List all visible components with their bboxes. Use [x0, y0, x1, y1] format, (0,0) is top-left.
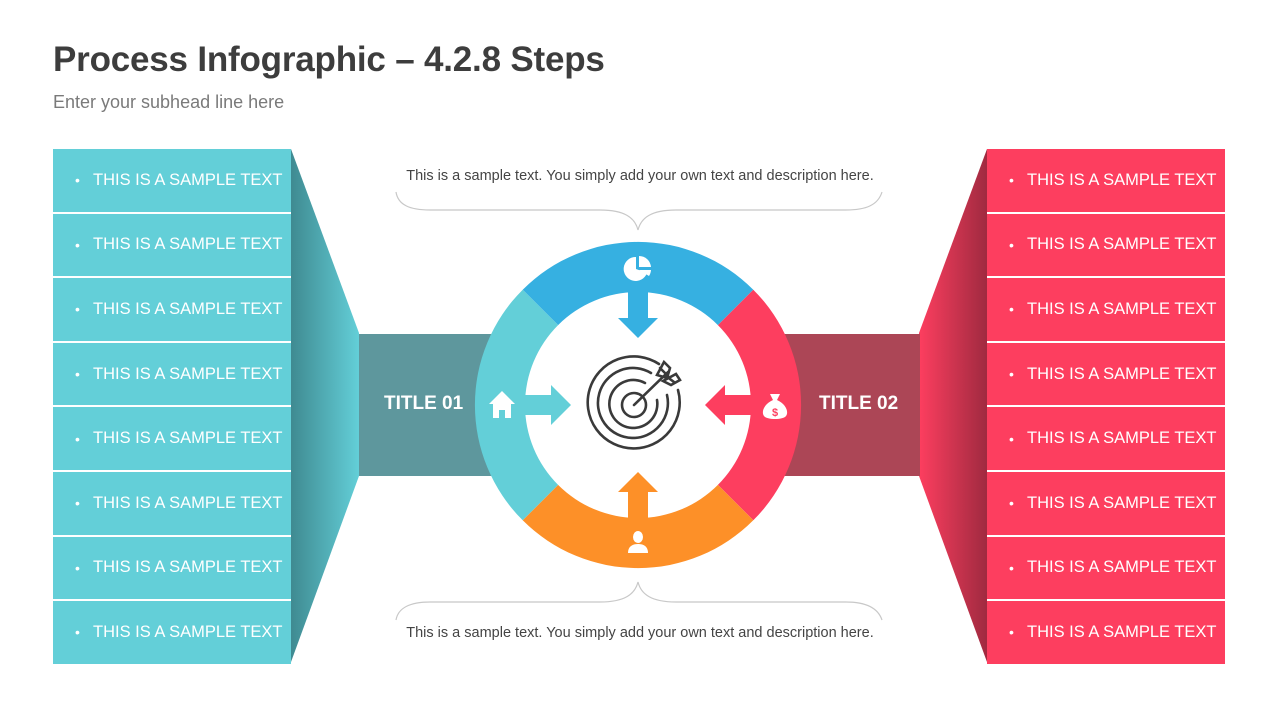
- right-panel-title: TITLE 02: [819, 393, 899, 414]
- bottom-brace: [395, 581, 883, 621]
- list-item: •THIS IS A SAMPLE TEXT: [53, 213, 291, 277]
- list-item: •THIS IS A SAMPLE TEXT: [53, 536, 291, 600]
- page-title: Process Infographic – 4.2.8 Steps: [53, 40, 605, 79]
- list-item: •THIS IS A SAMPLE TEXT: [53, 342, 291, 406]
- list-item: •THIS IS A SAMPLE TEXT: [53, 601, 291, 664]
- list-item: •THIS IS A SAMPLE TEXT: [987, 536, 1225, 600]
- list-item: •THIS IS A SAMPLE TEXT: [987, 278, 1225, 341]
- ring-segment-top: [522, 241, 754, 326]
- ring: [474, 241, 802, 569]
- ring-segment-bottom: [522, 484, 754, 569]
- right-list: •THIS IS A SAMPLE TEXT •THIS IS A SAMPLE…: [987, 149, 1225, 666]
- top-description: This is a sample text. You simply add yo…: [406, 168, 874, 184]
- list-item: •THIS IS A SAMPLE TEXT: [53, 149, 291, 212]
- left-fold: [291, 149, 359, 662]
- arrow-right-icon: [523, 385, 571, 425]
- top-brace: [395, 191, 883, 231]
- ring-segment-left: [474, 289, 559, 521]
- page-subhead: Enter your subhead line here: [53, 92, 285, 112]
- right-fold: [919, 149, 987, 662]
- arrow-left-icon: [705, 385, 753, 425]
- bottom-description: This is a sample text. You simply add yo…: [406, 625, 874, 641]
- money-bag-icon: $: [762, 394, 788, 419]
- home-icon: [489, 391, 515, 418]
- left-panel-title: TITLE 01: [384, 393, 464, 414]
- list-item: •THIS IS A SAMPLE TEXT: [53, 471, 291, 535]
- target-arrow-icon: [586, 355, 682, 450]
- list-item: •THIS IS A SAMPLE TEXT: [53, 407, 291, 470]
- svg-text:$: $: [772, 407, 778, 419]
- list-item: •THIS IS A SAMPLE TEXT: [987, 471, 1225, 535]
- left-list: •THIS IS A SAMPLE TEXT •THIS IS A SAMPLE…: [53, 149, 291, 666]
- list-item: •THIS IS A SAMPLE TEXT: [987, 213, 1225, 277]
- arrow-down-icon: [618, 290, 658, 338]
- ring-segment-right: [717, 289, 802, 521]
- list-item: •THIS IS A SAMPLE TEXT: [987, 407, 1225, 470]
- list-item: •THIS IS A SAMPLE TEXT: [53, 278, 291, 341]
- list-item: •THIS IS A SAMPLE TEXT: [987, 149, 1225, 212]
- list-item: •THIS IS A SAMPLE TEXT: [987, 601, 1225, 664]
- user-icon: [628, 531, 648, 553]
- pie-chart-icon: [623, 255, 651, 281]
- list-item: •THIS IS A SAMPLE TEXT: [987, 342, 1225, 406]
- arrow-up-icon: [618, 472, 658, 520]
